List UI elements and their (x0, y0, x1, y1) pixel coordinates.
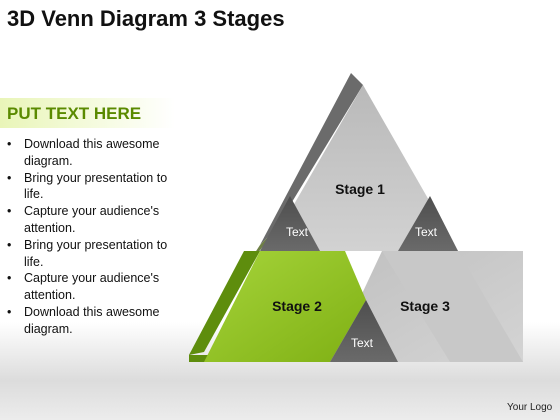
stage1-triangle (267, 85, 458, 251)
banner-heading: PUT TEXT HERE (7, 104, 142, 123)
stage2-label: Stage 2 (272, 298, 322, 314)
bullet-dot-icon: • (7, 170, 12, 185)
bullet-dot-icon: • (7, 271, 12, 286)
bullet-item: •Download this awesome diagram. (7, 304, 160, 336)
green-side-face (189, 251, 260, 355)
stage1-label: Stage 1 (335, 181, 385, 197)
banner-highlight (0, 98, 175, 128)
bullet-item: •Capture your audience's attention. (7, 271, 160, 303)
overlap-left-label: Text (286, 225, 309, 239)
slide-title: 3D Venn Diagram 3 Stages (7, 6, 285, 31)
bullet-item: •Bring your presentation to life. (7, 237, 168, 269)
overlap-right-region (398, 196, 458, 251)
bullet-dot-icon: • (7, 204, 12, 219)
bullet-dot-icon: • (7, 137, 12, 151)
logo-placeholder: Your Logo (507, 402, 553, 413)
overlap-bottom-region (330, 300, 398, 362)
overlap-bottom-label: Text (351, 336, 374, 350)
bullet-list: •Download this awesome diagram. •Bring y… (6, 136, 181, 338)
overlap-right-label: Text (415, 225, 438, 239)
bullet-dot-icon: • (7, 304, 12, 319)
bullet-dot-icon: • (7, 237, 12, 252)
overlap-left-region (260, 196, 320, 251)
stage3-triangle-shade (382, 251, 523, 362)
pyramid-left-edge-upper (260, 73, 363, 245)
bullet-item: •Capture your audience's attention. (7, 204, 160, 235)
stage3-label: Stage 3 (400, 298, 450, 314)
bullet-item: •Bring your presentation to life. (7, 170, 168, 202)
stage2-triangle (204, 251, 366, 362)
bullet-item: •Download this awesome diagram. (7, 137, 160, 168)
